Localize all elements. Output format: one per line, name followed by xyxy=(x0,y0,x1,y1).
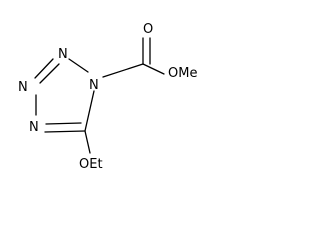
bond-carbonyl-c-ome xyxy=(142,63,165,75)
atom-o-carbonyl: O xyxy=(143,22,153,37)
atom-n2: N xyxy=(58,47,68,62)
bond-n4-c5 xyxy=(44,130,86,133)
bond-n2-n3 xyxy=(34,58,54,79)
atom-n3: N xyxy=(18,80,28,95)
bond-c5-n1 xyxy=(84,90,95,132)
bond-n1-carbonyl-c xyxy=(102,63,144,78)
bond-c5-oet xyxy=(84,130,91,154)
bond-n4-c5-double xyxy=(45,122,82,125)
molecule-drawing: N N N N O OMe OEt xyxy=(18,22,197,172)
atom-ome: OMe xyxy=(168,66,197,81)
bond-n2-n3-double xyxy=(39,63,60,84)
bond-n1-n2 xyxy=(68,58,89,73)
atom-n4: N xyxy=(29,120,39,135)
structure-diagram: N N N N O OMe OEt xyxy=(18,22,198,172)
atom-n1: N xyxy=(89,78,99,93)
atom-oet: OEt xyxy=(79,157,103,172)
